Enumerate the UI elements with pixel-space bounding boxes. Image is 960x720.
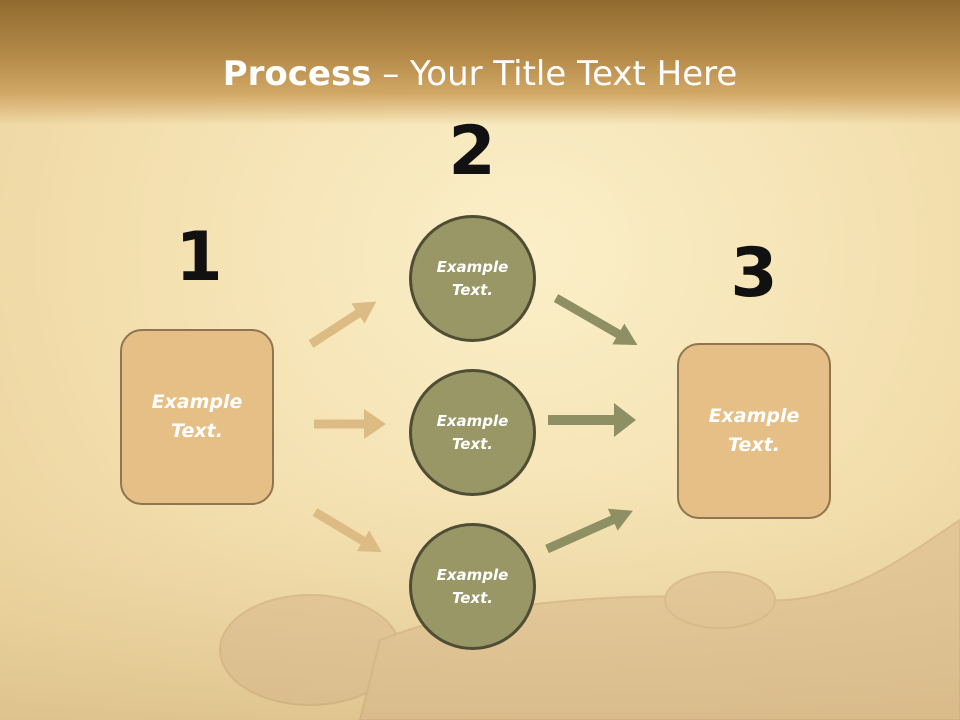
step-number-2: 2	[448, 112, 496, 191]
left-text-box: Example Text.	[120, 329, 274, 505]
top-circle: Example Text.	[409, 215, 536, 342]
bottom-circle-text: Example Text.	[436, 565, 509, 607]
right-box-text: Example Text.	[708, 405, 800, 456]
middle-circle-text: Example Text.	[436, 411, 509, 453]
right-text-box: Example Text.	[677, 343, 831, 519]
slide-title: Process – Your Title Text Here	[0, 52, 960, 96]
left-box-text: Example Text.	[151, 391, 243, 442]
arrow-bottom-to-right	[545, 508, 633, 554]
arrow-middle-to-right	[548, 403, 636, 437]
step-number-1: 1	[175, 218, 223, 297]
arrow-left-to-bottom	[312, 508, 382, 553]
title-rest: – Your Title Text Here	[371, 54, 738, 94]
arrow-left-to-middle	[314, 409, 386, 439]
arrow-left-to-top	[308, 301, 377, 348]
arrow-top-to-right	[553, 294, 638, 345]
title-band	[0, 0, 960, 125]
bottom-circle: Example Text.	[409, 523, 536, 650]
step-number-3: 3	[730, 234, 778, 313]
top-circle-text: Example Text.	[436, 257, 509, 299]
middle-circle: Example Text.	[409, 369, 536, 496]
title-bold-part: Process	[222, 54, 372, 94]
